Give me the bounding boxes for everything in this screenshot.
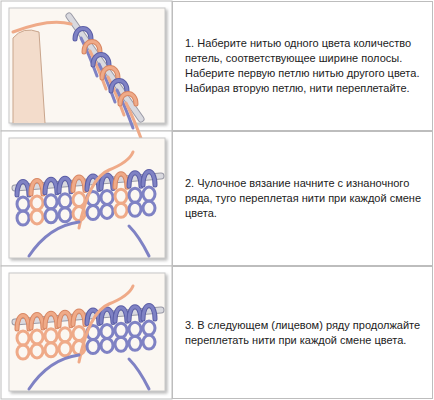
table-cell bbox=[1, 1, 172, 131]
knitting-pictures bbox=[9, 8, 165, 391]
table-grid bbox=[1, 1, 172, 399]
knitting-illustration bbox=[9, 8, 165, 141]
knitting-illustration bbox=[9, 273, 165, 391]
table-cell bbox=[1, 266, 172, 399]
instruction-text: 1. Наберите нитью одного цвета количеств… bbox=[185, 36, 424, 96]
table-cell bbox=[1, 131, 172, 266]
instruction-cell: 3. В следующем (лицевом) ряду продолжайт… bbox=[172, 266, 433, 399]
instruction-cell: 1. Наберите нитью одного цвета количеств… bbox=[172, 1, 433, 131]
instruction-text: 3. В следующем (лицевом) ряду продолжайт… bbox=[185, 318, 424, 348]
instruction-cell: 2. Чулочное вязание начните с изнаночног… bbox=[172, 131, 433, 266]
knitting-illustration bbox=[9, 138, 165, 258]
instruction-text: 2. Чулочное вязание начните с изнаночног… bbox=[185, 176, 424, 221]
